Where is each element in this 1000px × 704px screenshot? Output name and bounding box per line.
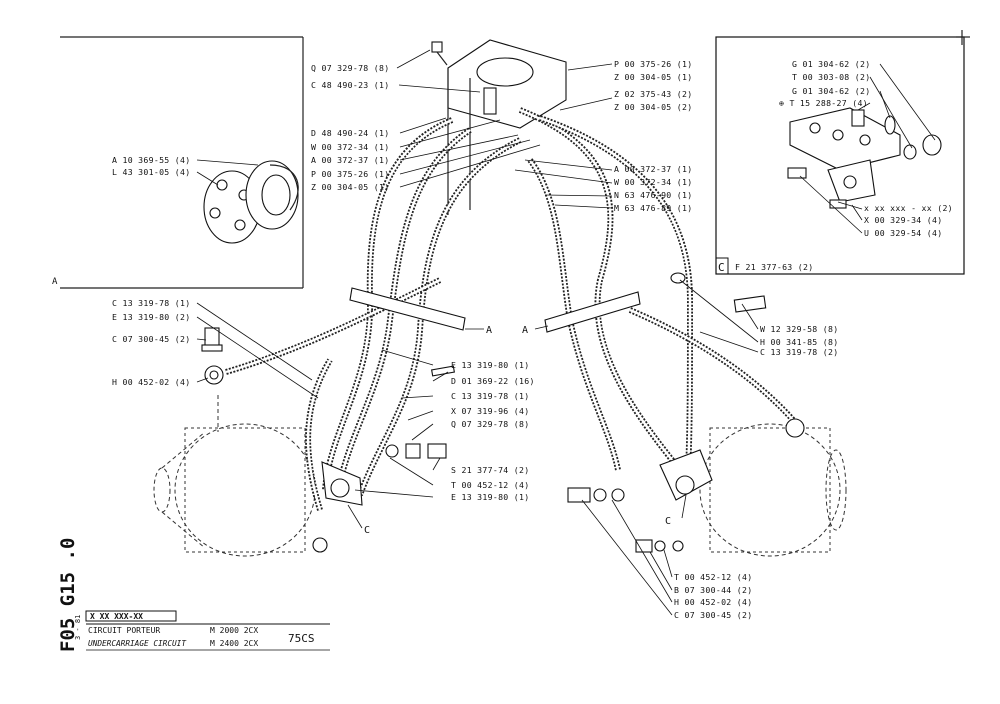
- inset-c-frame: C F 21 377-63 (2): [715, 30, 970, 275]
- label-31: H 00 341-85 (8): [760, 337, 838, 347]
- label-23: D 01 369-22 (16): [451, 376, 535, 386]
- label-16: A 10 369-55 (4): [112, 155, 190, 165]
- callout-a-corner: A: [52, 277, 58, 287]
- part-labels: Q 07 329-78 (8) C 48 490-23 (1) D 48 490…: [112, 59, 953, 620]
- label-17: L 43 301-05 (4): [112, 167, 190, 177]
- label-11: Z 00 304-05 (2): [614, 102, 692, 112]
- label-9: Z 00 304-05 (1): [614, 72, 692, 82]
- label-25: X 07 319-96 (4): [451, 406, 529, 416]
- label-21: H 00 452-02 (4): [112, 377, 190, 387]
- drawing-number: X XX XXX-XX: [90, 612, 143, 621]
- clamp-straps: [349, 287, 641, 333]
- label-19: E 13 319-80 (2): [112, 312, 190, 322]
- right-wheel-hub: [699, 423, 847, 557]
- left-detail-frame: A: [52, 36, 304, 289]
- label-15: M 63 476-89 (1): [614, 203, 692, 213]
- title-block: X XX XXX-XX CIRCUIT PORTEUR UNDERCARRIAG…: [57, 538, 330, 652]
- label-28: T 00 452-12 (4): [451, 480, 529, 490]
- label-14: N 63 476-90 (1): [614, 190, 692, 200]
- hydraulic-hoses: [225, 107, 803, 511]
- label-36: C 07 300-45 (2): [674, 610, 752, 620]
- label-34: B 07 300-44 (2): [674, 585, 752, 595]
- label-1: Q 07 329-78 (8): [311, 63, 389, 73]
- callout-c-right: C: [665, 516, 671, 527]
- issue-date: 3 - 81: [74, 615, 82, 640]
- inset-valve-bracket: [787, 107, 942, 209]
- label-10: Z 02 375-43 (2): [614, 89, 692, 99]
- inset-label-2: T 00 303-08 (2): [792, 72, 870, 82]
- central-manifold-block: [447, 39, 567, 215]
- model-line-2: M 2400 2CX: [210, 639, 258, 648]
- inset-label-7: U 00 329-54 (4): [864, 228, 942, 238]
- rotary-motor-detail: [203, 160, 299, 244]
- model-code: 75CS: [288, 632, 315, 645]
- label-29: E 13 319-80 (1): [451, 492, 529, 502]
- leader-lines: [196, 49, 936, 616]
- label-20: C 07 300-45 (2): [112, 334, 190, 344]
- label-6: P 00 375-26 (1): [311, 169, 389, 179]
- label-18: C 13 319-78 (1): [112, 298, 190, 308]
- label-13: W 00 372-34 (1): [614, 177, 692, 187]
- label-3: D 48 490-24 (1): [311, 128, 389, 138]
- callout-a-left: A: [486, 325, 492, 336]
- fittings: [201, 41, 805, 553]
- label-32: C 13 319-78 (2): [760, 347, 838, 357]
- label-2: C 48 490-23 (1): [311, 80, 389, 90]
- model-line-1: M 2000 2CX: [210, 626, 258, 635]
- label-7: Z 00 304-05 (1): [311, 182, 389, 192]
- label-35: H 00 452-02 (4): [674, 597, 752, 607]
- label-30: W 12 329-58 (8): [760, 324, 838, 334]
- label-27: S 21 377-74 (2): [451, 465, 529, 475]
- callout-letters: A A C C: [364, 325, 671, 536]
- inset-label-1: G 01 304-62 (2): [792, 59, 870, 69]
- label-8: P 00 375-26 (1): [614, 59, 692, 69]
- callout-c-left: C: [364, 525, 370, 536]
- left-wheel-hub: [153, 423, 316, 557]
- callout-a-right: A: [522, 325, 528, 336]
- label-22: E 13 319-80 (1): [451, 360, 529, 370]
- label-26: Q 07 329-78 (8): [451, 419, 529, 429]
- label-33: T 00 452-12 (4): [674, 572, 752, 582]
- inset-label-3: G 01 304-62 (2): [792, 86, 870, 96]
- label-24: C 13 319-78 (1): [451, 391, 529, 401]
- label-4: W 00 372-34 (1): [311, 142, 389, 152]
- inset-label-6: X 00 329-34 (4): [864, 215, 942, 225]
- title-french: CIRCUIT PORTEUR: [88, 626, 160, 635]
- title-english: UNDERCARRIAGE CIRCUIT: [88, 639, 187, 648]
- label-12: A 00 372-37 (1): [614, 164, 692, 174]
- inset-label-5: x xx xxx - xx (2): [864, 203, 953, 213]
- inset-letter: C: [718, 261, 725, 274]
- label-5: A 00 372-37 (1): [311, 155, 389, 165]
- sheet-reference: F05 G15 .0: [57, 538, 79, 652]
- inset-ref: F 21 377-63 (2): [735, 262, 813, 272]
- inset-label-4: ⊕ T 15 288-27 (4): [779, 98, 868, 108]
